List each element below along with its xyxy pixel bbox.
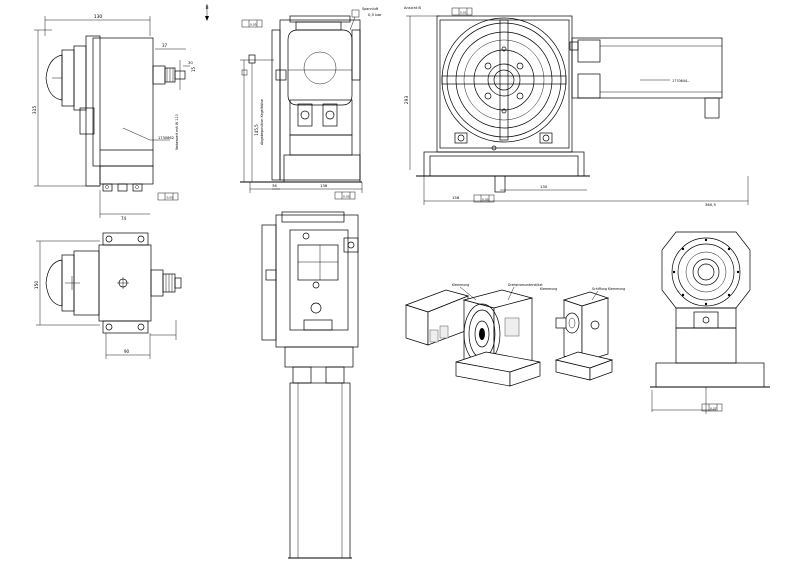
- tolerance-frame-4: 0,01: [460, 11, 467, 15]
- dim-positioner-293: 293: [404, 96, 410, 105]
- dim-front-height: 315: [32, 106, 38, 115]
- front-vertical-note: Nebenzeit mit W 110: [175, 114, 179, 150]
- tolerance-frame-1: 0,05: [167, 196, 174, 200]
- tall-side-view: [261, 211, 359, 559]
- iso-label-4: Schiffung Klemmung: [592, 287, 625, 291]
- positioner-front-view: Ansicht B 0,01 293: [404, 6, 749, 207]
- dim-plan-150: 150: [34, 281, 40, 290]
- dim-front-30: 30: [188, 60, 193, 65]
- positioner-part-number: 1770644...: [672, 79, 690, 83]
- front-part-number: 1730862: [158, 136, 174, 140]
- front-view: 130 315 1730862 37 15 30: [32, 14, 196, 221]
- view-marker-b: B: [205, 4, 209, 21]
- dim-side-145: 145,5: [254, 124, 259, 136]
- tolerance-frame-3: 0,05: [343, 195, 350, 199]
- isometric-view-main: Klemmung Drehstromunterstützt Klemmung S…: [404, 283, 625, 387]
- tolerance-frame-6: 0,02: [710, 407, 717, 411]
- tolerance-frame-5: 0,05: [482, 198, 489, 202]
- iso-label-3: Klemmung: [540, 287, 557, 291]
- view-marker-label: B: [205, 5, 208, 11]
- side-view: 0,05 Spannluft 0,5 bar 145,5 Abgabeposit…: [240, 7, 382, 200]
- dim-side-36: 36: [272, 183, 277, 188]
- dim-front-width: 130: [94, 14, 103, 20]
- side-vertical-note: Abgabeposition Kegelhülse: [260, 99, 264, 145]
- iso-label-2: Drehstromunterstützt: [508, 283, 543, 287]
- dim-front-74: 74: [121, 216, 127, 221]
- iso-label-1: Klemmung: [452, 283, 469, 287]
- tolerance-frame-2: 0,05: [250, 23, 257, 27]
- dim-plan-90: 90: [124, 349, 130, 354]
- dim-front-37: 37: [162, 43, 168, 48]
- dim-positioner-130: 130: [540, 184, 548, 189]
- view-label-a: Ansicht B: [404, 6, 421, 10]
- isometric-view-small: [554, 290, 614, 381]
- dim-side-136: 136: [320, 183, 328, 188]
- plan-view: 150 90: [34, 232, 182, 359]
- dim-positioner-158: 158: [452, 195, 460, 200]
- dim-positioner-360: 360,5: [705, 202, 716, 207]
- dim-front-15: 15: [191, 66, 196, 72]
- rear-view: 0,02: [650, 231, 770, 414]
- side-callout-title: Spannluft: [362, 7, 379, 11]
- side-callout-value: 0,5 bar: [368, 12, 382, 17]
